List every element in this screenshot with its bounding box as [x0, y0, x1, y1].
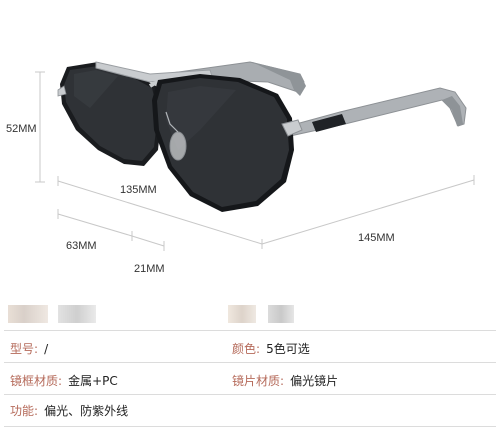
near-temple-arm — [284, 87, 467, 137]
spec-frame-material: 镜框材质:金属+PC — [10, 374, 118, 388]
spec-color-key: 颜色 — [232, 342, 257, 356]
divider — [4, 362, 496, 363]
lens-height-label: 52MM — [6, 123, 37, 135]
dimension-guides — [35, 71, 475, 251]
divider — [4, 394, 496, 395]
spec-lens-material-value: 偏光镜片 — [290, 374, 339, 388]
spec-frame-material-value: 金属+PC — [68, 374, 118, 388]
lens-width-guide — [57, 213, 133, 237]
frame-width-guide — [57, 180, 263, 245]
spec-color-value: 5色可选 — [266, 342, 310, 356]
sunglasses-illustration — [35, 61, 475, 251]
nose-pad — [169, 131, 187, 161]
spec-function-key: 功能 — [10, 404, 35, 418]
color-swatch-2 — [58, 305, 96, 323]
frame-width-label: 135MM — [120, 184, 157, 196]
spec-model-value: / — [44, 342, 49, 356]
spec-color: 颜色:5色可选 — [232, 342, 310, 356]
bridge-label: 21MM — [134, 263, 165, 275]
temple-length-label: 145MM — [358, 232, 395, 244]
spec-lens-material: 镜片材质:偏光镜片 — [232, 374, 339, 388]
divider — [4, 426, 496, 427]
color-swatch-4 — [268, 305, 294, 323]
divider — [4, 330, 496, 331]
spec-function-value: 偏光、防紫外线 — [44, 404, 129, 418]
color-swatch-3 — [228, 305, 256, 323]
spec-model: 型号:/ — [10, 342, 49, 356]
spec-lens-material-key: 镜片材质 — [232, 374, 281, 388]
spec-model-key: 型号 — [10, 342, 35, 356]
spec-function: 功能:偏光、防紫外线 — [10, 404, 129, 418]
spec-frame-material-key: 镜框材质 — [10, 374, 59, 388]
color-swatch-1 — [8, 305, 48, 323]
bridge-guide — [131, 235, 165, 247]
lens-width-label: 63MM — [66, 240, 97, 252]
temple-guide — [261, 179, 475, 245]
hinge — [281, 119, 303, 137]
